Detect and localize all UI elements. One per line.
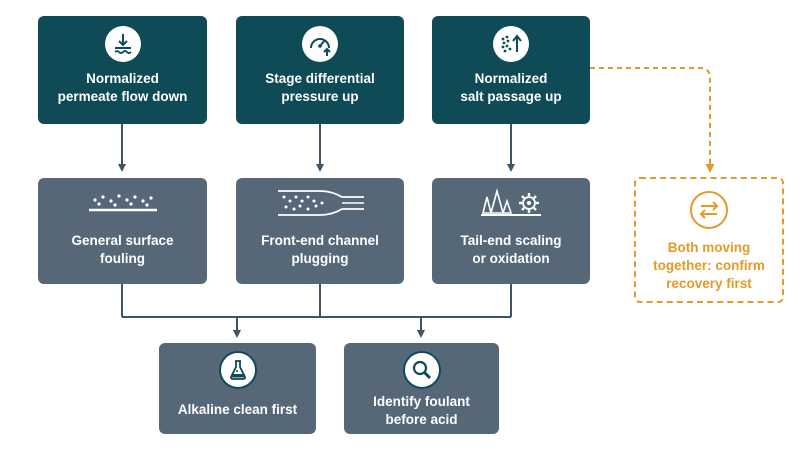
cause-fouling-line-1: General surface — [71, 233, 174, 248]
swap-arrows-icon — [690, 191, 728, 229]
action-identify-line-1: Identify foulant — [373, 394, 470, 409]
water-level-down-icon — [104, 26, 141, 62]
action-identify-line-2: before acid — [385, 412, 458, 427]
symptom-salt-line-1: Normalized — [474, 71, 548, 86]
symptom-salt-passage-box: Normalized salt passage up — [432, 16, 590, 124]
crystals-gear-icon — [456, 186, 566, 220]
cause-scaling-line-2: or oxidation — [472, 251, 550, 266]
note-line-3: recovery first — [666, 276, 752, 291]
symptom-permeate-flow-box: Normalized permeate flow down — [38, 16, 207, 124]
symptom-pressure-line-1: Stage differential — [265, 71, 375, 86]
symptom-pressure-line-2: pressure up — [281, 89, 359, 104]
cause-plugging-line-2: plugging — [291, 251, 349, 266]
cause-scaling-oxidation-box: Tail-end scaling or oxidation — [432, 178, 590, 284]
pressure-gauge-up-icon — [302, 26, 338, 62]
cause-surface-fouling-box: General surface fouling — [38, 178, 207, 284]
cause-fouling-line-2: fouling — [100, 251, 145, 266]
note-confirm-recovery-box: Both moving together: confirm recovery f… — [634, 177, 784, 303]
symptom-permeate-line-1: Normalized — [86, 71, 159, 86]
action-alkaline-line-1: Alkaline clean first — [177, 402, 298, 417]
symptom-salt-line-2: salt passage up — [460, 89, 562, 104]
action-identify-foulant-box: Identify foulant before acid — [344, 343, 499, 434]
cause-plugging-line-1: Front-end channel — [261, 233, 379, 248]
cause-channel-plugging-box: Front-end channel plugging — [236, 178, 404, 284]
note-line-2: together: confirm — [653, 258, 765, 273]
salt-particles-up-icon — [493, 26, 529, 62]
cause-scaling-line-1: Tail-end scaling — [460, 233, 562, 248]
dashed-connector-to-note — [590, 67, 715, 173]
symptom-permeate-line-2: permeate flow down — [57, 89, 188, 104]
flask-icon — [218, 351, 257, 389]
channel-plugging-icon — [270, 186, 370, 220]
symptom-differential-pressure-box: Stage differential pressure up — [236, 16, 404, 124]
note-line-1: Both moving — [667, 240, 751, 255]
surface-deposit-icon — [68, 186, 178, 220]
magnifier-icon — [402, 351, 441, 389]
action-alkaline-clean-box: Alkaline clean first — [159, 343, 316, 434]
